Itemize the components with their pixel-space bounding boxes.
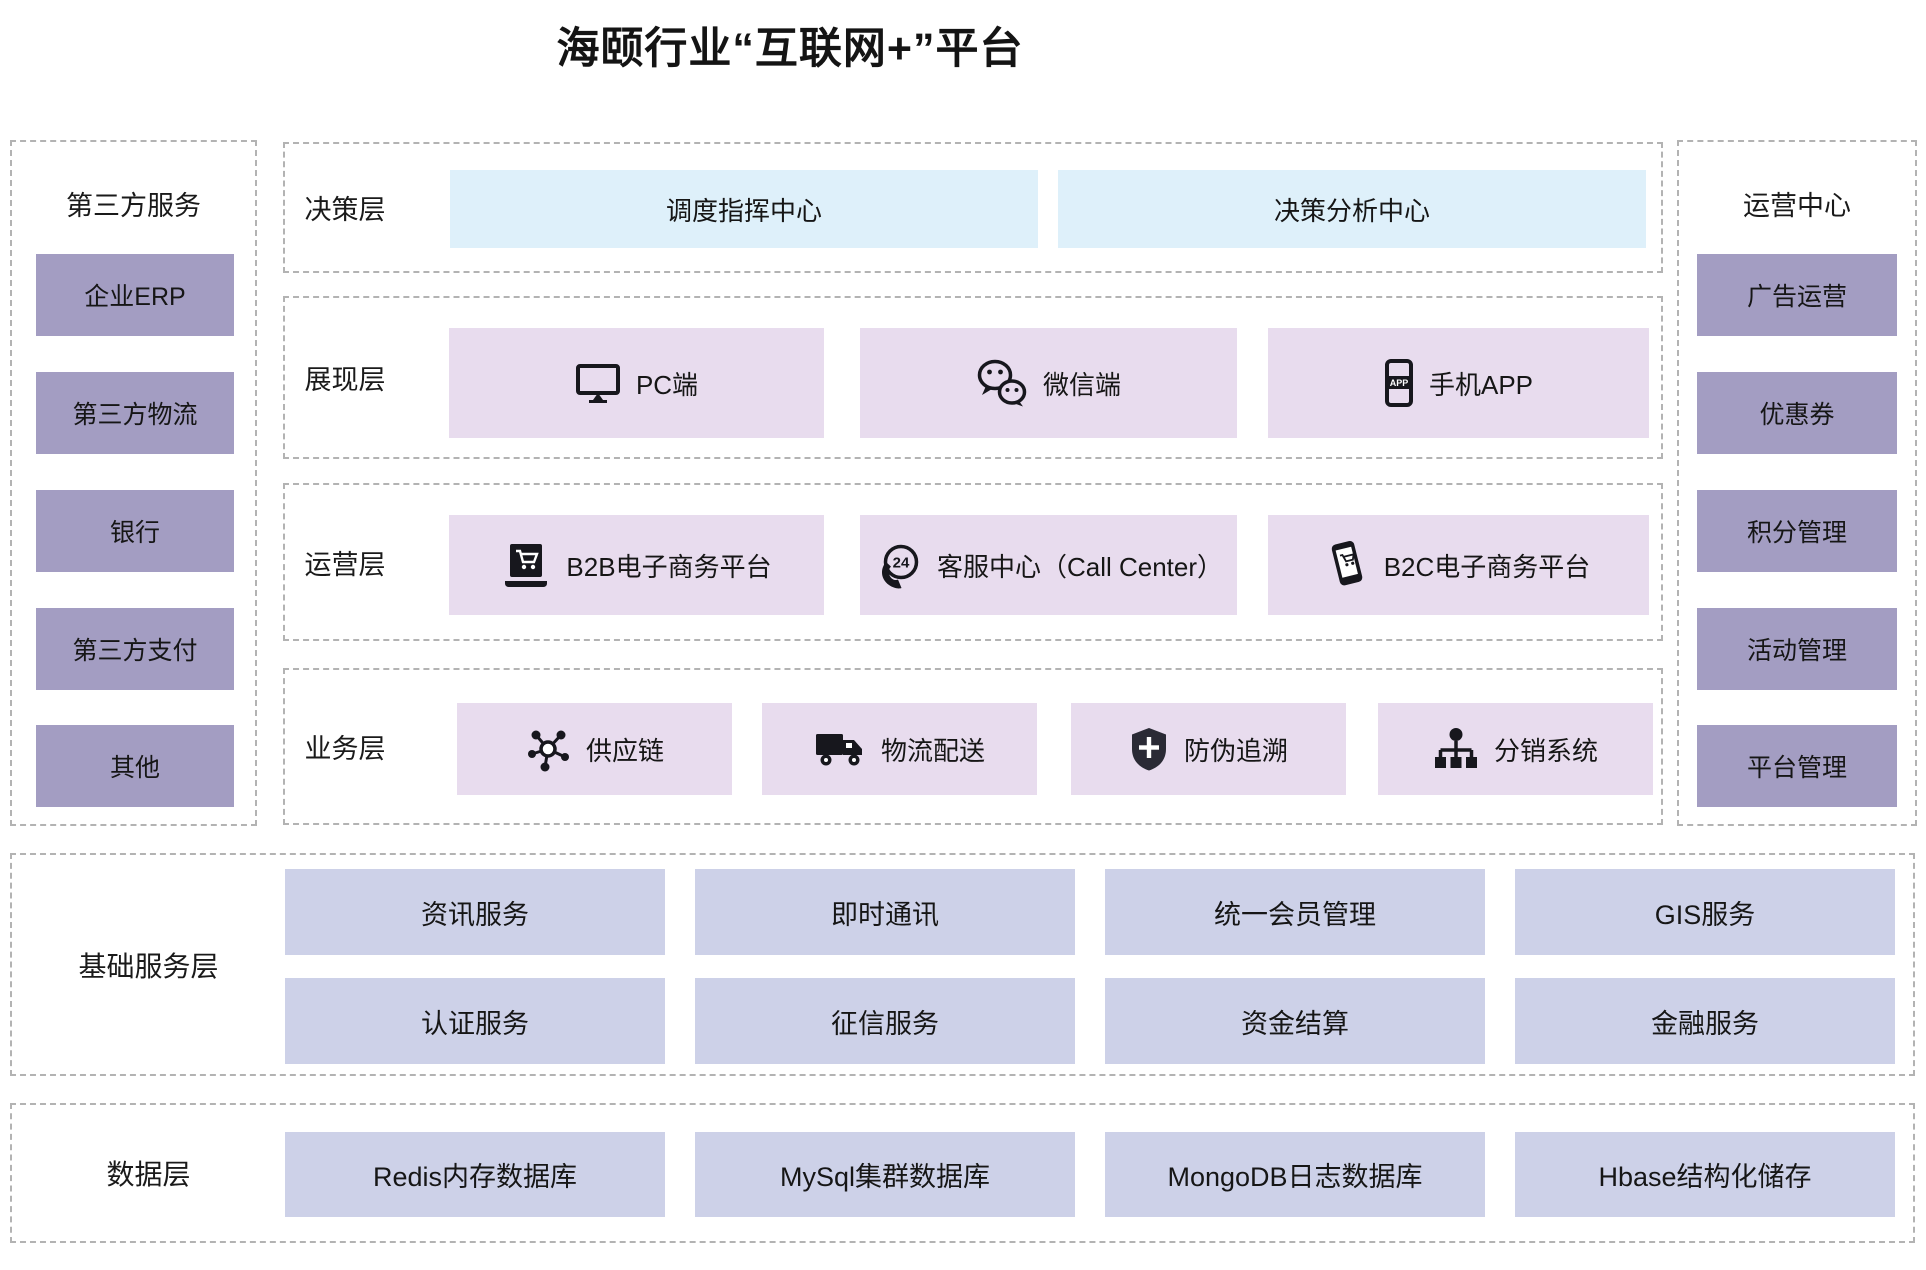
svg-text:APP: APP	[1390, 378, 1409, 388]
box-label: PC端	[635, 369, 699, 400]
anti-fake-shield-icon	[1129, 726, 1169, 772]
operation-layer-row: 运营层 B2B电子商务平台 24 客服中	[283, 483, 1663, 641]
phone-app-icon: APP	[1384, 359, 1414, 407]
operation-box-b2b: B2B电子商务平台	[449, 515, 824, 615]
panel-header-operation-center: 运营中心	[1743, 191, 1851, 221]
data-box-redis: Redis内存数据库	[285, 1132, 665, 1217]
box-label: 供应链	[585, 735, 664, 766]
base-box-finance-service: 金融服务	[1515, 978, 1895, 1064]
decision-box-analysis-center: 决策分析中心	[1058, 170, 1646, 248]
base-box-auth-service: 认证服务	[285, 978, 665, 1064]
business-layer-label: 业务层	[304, 734, 386, 764]
base-box-gis-service: GIS服务	[1515, 869, 1895, 955]
wechat-icon	[976, 359, 1028, 407]
operation-layer-label: 运营层	[304, 549, 386, 580]
data-box-mysql: MySql集群数据库	[695, 1132, 1075, 1217]
opcenter-item-ads: 广告运营	[1697, 254, 1897, 336]
b2c-phone-cart-icon	[1327, 539, 1369, 591]
box-label: 微信端	[1042, 369, 1121, 400]
decision-layer-row: 决策层 调度指挥中心 决策分析中心	[283, 142, 1663, 273]
monitor-icon	[575, 363, 621, 403]
third-party-services-panel: 第三方服务 企业ERP 第三方物流 银行 第三方支付 其他	[10, 140, 257, 826]
distribution-tree-icon	[1433, 726, 1479, 772]
delivery-truck-icon	[814, 729, 866, 769]
base-box-instant-messaging: 即时通讯	[695, 869, 1075, 955]
b2b-laptop-cart-icon	[501, 542, 551, 588]
presentation-box-wechat: 微信端	[860, 328, 1237, 438]
data-layer-band: 数据层 Redis内存数据库 MySql集群数据库 MongoDB日志数据库 H…	[10, 1103, 1915, 1243]
callcenter-24-icon: 24	[874, 541, 922, 589]
business-box-anti-counterfeit: 防伪追溯	[1071, 703, 1346, 795]
third-party-item-payment: 第三方支付	[36, 608, 234, 690]
third-party-item-logistics: 第三方物流	[36, 372, 234, 454]
presentation-layer-row: 展现层 PC端	[283, 296, 1663, 459]
box-label: 客服中心（Call Center）	[936, 551, 1224, 582]
box-label: 物流配送	[880, 735, 985, 766]
presentation-box-pc: PC端	[449, 328, 824, 438]
opcenter-item-coupon: 优惠券	[1697, 372, 1897, 454]
presentation-box-mobile-app: APP 手机APP	[1268, 328, 1649, 438]
supply-chain-network-icon	[525, 726, 571, 772]
business-box-supply-chain: 供应链	[457, 703, 732, 795]
third-party-item-other: 其他	[36, 725, 234, 807]
page-title: 海颐行业“互联网+”平台	[556, 25, 1024, 73]
box-label: 分销系统	[1493, 735, 1598, 766]
panel-header-third-party: 第三方服务	[66, 191, 201, 221]
box-label: 手机APP	[1428, 369, 1534, 400]
box-label: B2B电子商务平台	[566, 551, 772, 582]
decision-box-dispatch-center: 调度指挥中心	[450, 170, 1038, 248]
data-box-mongodb: MongoDB日志数据库	[1105, 1132, 1485, 1217]
business-box-logistics: 物流配送	[762, 703, 1037, 795]
base-box-credit-service: 征信服务	[695, 978, 1075, 1064]
opcenter-item-platform: 平台管理	[1697, 725, 1897, 807]
presentation-layer-label: 展现层	[304, 365, 386, 395]
data-layer-label: 数据层	[106, 1159, 191, 1190]
base-box-fund-settlement: 资金结算	[1105, 978, 1485, 1064]
data-box-hbase: Hbase结构化储存	[1515, 1132, 1895, 1217]
third-party-item-erp: 企业ERP	[36, 254, 234, 336]
box-label: 防伪追溯	[1183, 735, 1288, 766]
business-layer-row: 业务层	[283, 668, 1663, 825]
opcenter-item-points: 积分管理	[1697, 490, 1897, 572]
svg-text:24: 24	[893, 555, 910, 572]
operation-center-panel: 运营中心 广告运营 优惠券 积分管理 活动管理 平台管理	[1677, 140, 1917, 826]
base-service-layer-band: 基础服务层 资讯服务 即时通讯 统一会员管理 GIS服务 认证服务 征信服务 资…	[10, 853, 1915, 1076]
operation-box-b2c: B2C电子商务平台	[1268, 515, 1649, 615]
decision-layer-label: 决策层	[304, 195, 386, 225]
operation-box-callcenter: 24 客服中心（Call Center）	[860, 515, 1237, 615]
base-box-news-service: 资讯服务	[285, 869, 665, 955]
box-label: B2C电子商务平台	[1383, 551, 1591, 582]
base-box-member-management: 统一会员管理	[1105, 869, 1485, 955]
third-party-item-bank: 银行	[36, 490, 234, 572]
base-service-layer-label: 基础服务层	[78, 950, 219, 982]
business-box-distribution: 分销系统	[1378, 703, 1653, 795]
opcenter-item-activity: 活动管理	[1697, 608, 1897, 690]
